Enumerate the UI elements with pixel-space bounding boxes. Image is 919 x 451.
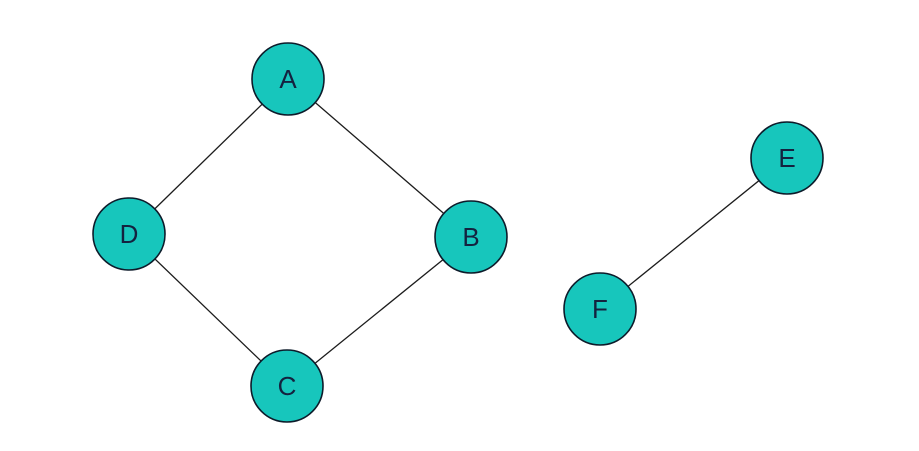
- node-circle-C[interactable]: [250, 349, 324, 423]
- node-circle-A[interactable]: [251, 42, 325, 116]
- nodes-layer: A B C D E F: [92, 42, 824, 423]
- node-circle-B[interactable]: [434, 200, 508, 274]
- graph-node-A[interactable]: A: [251, 42, 325, 116]
- graph-node-C[interactable]: C: [250, 349, 324, 423]
- node-circle-D[interactable]: [92, 197, 166, 271]
- graph-node-E[interactable]: E: [750, 121, 824, 195]
- node-circle-E[interactable]: [750, 121, 824, 195]
- graph-node-B[interactable]: B: [434, 200, 508, 274]
- graph-node-D[interactable]: D: [92, 197, 166, 271]
- graph-node-F[interactable]: F: [563, 272, 637, 346]
- node-circle-F[interactable]: [563, 272, 637, 346]
